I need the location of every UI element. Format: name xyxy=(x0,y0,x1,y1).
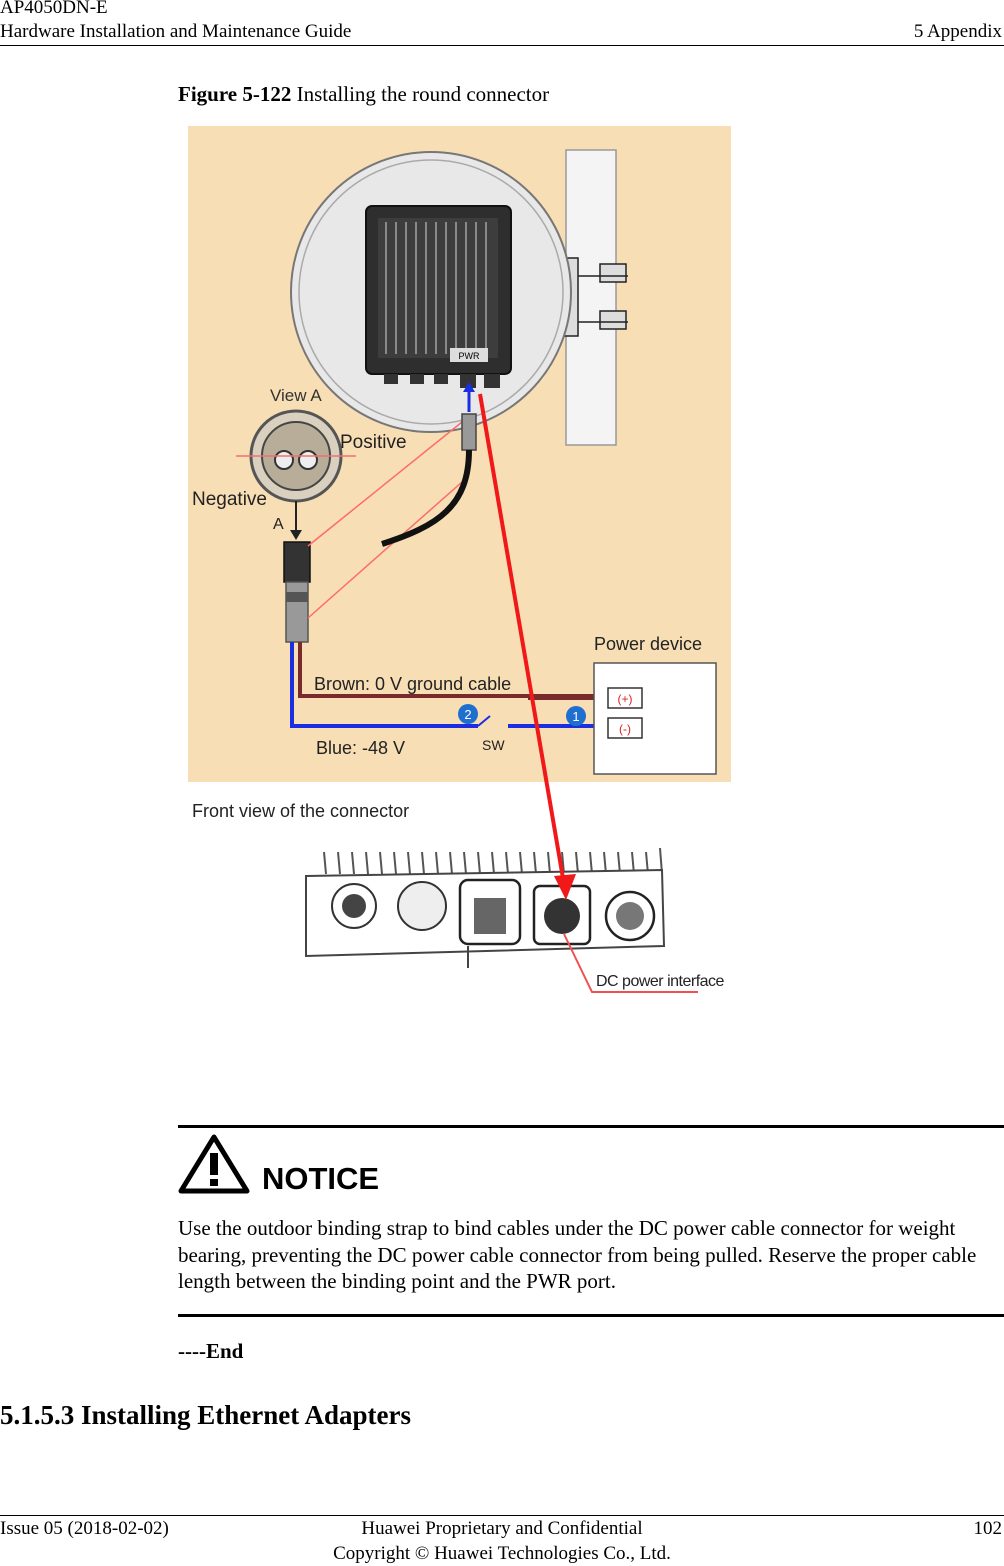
step-2-badge xyxy=(458,704,478,724)
negative-terminal-label: (-) xyxy=(619,722,631,736)
switch-lever xyxy=(477,715,491,727)
connector-view-a xyxy=(236,409,356,503)
confidentiality-notice: Huawei Proprietary and Confidential xyxy=(361,1518,643,1539)
front-view-panel xyxy=(305,847,666,968)
positive-label: Positive xyxy=(340,432,407,453)
figure-number: Figure 5-122 xyxy=(178,82,292,106)
step-2-number: 2 xyxy=(464,707,471,722)
step-1-number: 1 xyxy=(572,709,579,724)
section-heading: 5.1.5.3 Installing Ethernet Adapters xyxy=(0,1400,412,1430)
figure-caption: Figure 5-122 Installing the round connec… xyxy=(178,82,549,107)
issue-date: Issue 05 (2018-02-02) xyxy=(0,1518,169,1539)
switch-label: SW xyxy=(482,737,505,753)
notice-bottom-rule xyxy=(178,1314,1004,1317)
figure-caption-text: Installing the round connector xyxy=(296,82,550,106)
power-device-label: Power device xyxy=(594,634,702,654)
chapter-title: 5 Appendix xyxy=(913,21,1002,42)
ap-device: PWR xyxy=(365,205,512,388)
doc-subtitle: Hardware Installation and Maintenance Gu… xyxy=(0,21,352,42)
blue-cable-line xyxy=(290,642,478,728)
cable-plug xyxy=(283,541,311,643)
doc-title: AP4050DN-E xyxy=(0,0,108,18)
notice-body: Use the outdoor binding strap to bind ca… xyxy=(178,1216,977,1293)
footer-rule xyxy=(0,1515,1004,1516)
positive-terminal-label: (+) xyxy=(618,692,633,706)
brown-cable-line xyxy=(298,642,608,698)
connector-arrow xyxy=(478,393,566,885)
dc-interface-label: DC power interface xyxy=(596,973,725,990)
heat-sink-fins xyxy=(385,222,487,354)
page-number: 102 xyxy=(973,1518,1003,1539)
brown-cable-label: Brown: 0 V ground cable xyxy=(314,674,511,694)
negative-label: Negative xyxy=(192,489,267,510)
pwr-port-label: PWR xyxy=(459,351,480,361)
header-rule xyxy=(0,45,1004,46)
installed-plug xyxy=(461,413,477,451)
notice-top-rule xyxy=(178,1125,1004,1128)
front-view-label: Front view of the connector xyxy=(192,801,409,821)
procedure-end-marker: ----End xyxy=(178,1339,244,1363)
dc-interface-leader xyxy=(563,933,698,993)
view-a-marker: A xyxy=(273,516,284,533)
copyright-notice: Copyright © Huawei Technologies Co., Ltd… xyxy=(333,1543,671,1564)
blue-cable-label: Blue: -48 V xyxy=(316,738,405,758)
black-power-cable xyxy=(381,449,472,547)
notice-title: NOTICE xyxy=(262,1161,380,1196)
view-a-label: View A xyxy=(270,386,322,405)
warning-icon xyxy=(178,1133,250,1195)
installation-diagram: PWR View A Positive Negative A xyxy=(188,126,731,993)
figure-illustration: PWR View A Positive Negative A xyxy=(188,126,736,1006)
step-1-badge xyxy=(566,706,586,726)
